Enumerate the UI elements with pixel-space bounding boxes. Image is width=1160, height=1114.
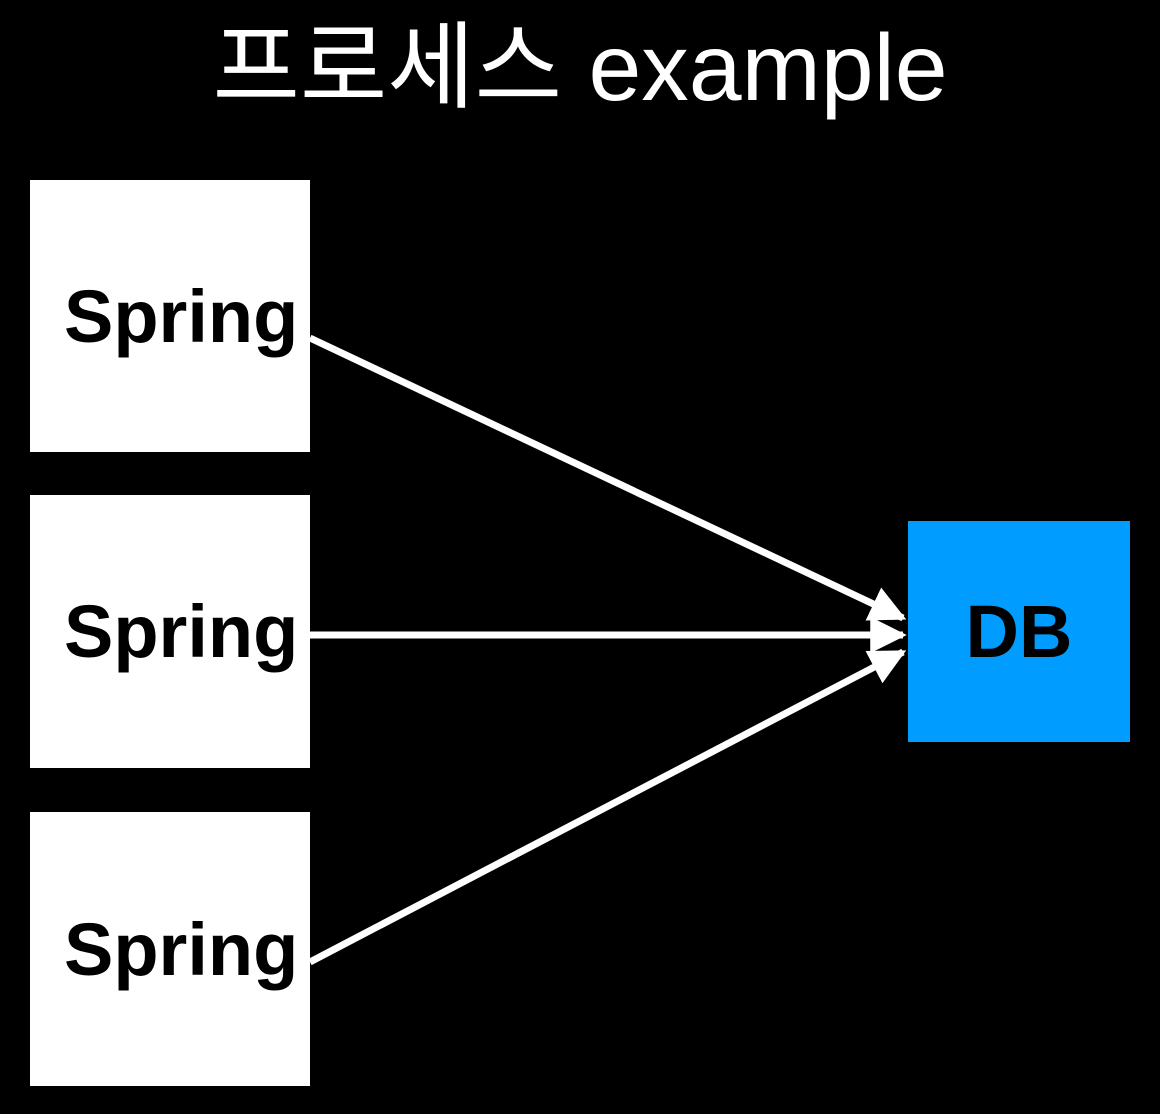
node-spring-2[interactable]: Spring (30, 495, 310, 768)
page-title: 프로세스 example (212, 15, 948, 121)
node-db[interactable]: DB (908, 521, 1130, 742)
edge-spring-3-to-db (308, 648, 907, 966)
node-spring-3-label: Spring (64, 907, 299, 991)
node-spring-1-label: Spring (64, 274, 299, 358)
node-db-label: DB (965, 590, 1073, 673)
edge-spring-1-to-db (308, 334, 907, 622)
node-spring-1[interactable]: Spring (30, 180, 310, 452)
node-spring-3[interactable]: Spring (30, 812, 310, 1086)
node-spring-2-label: Spring (64, 590, 299, 673)
